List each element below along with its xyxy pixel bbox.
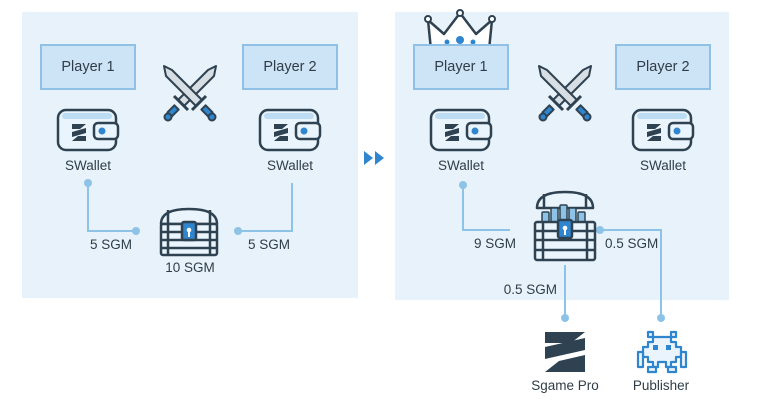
before-player1-box: Player 1 <box>40 44 136 90</box>
after-wallet1-icon <box>429 108 493 152</box>
crossed-swords-icon <box>163 65 217 122</box>
after-player1-box: Player 1 <box>413 44 509 90</box>
platform-payout-label: 0.5 SGM <box>503 282 557 297</box>
publisher-label: Publisher <box>632 378 690 393</box>
before-wallet2-icon <box>258 108 322 152</box>
after-wallet1-label: SWallet <box>437 158 485 173</box>
before-wallet2-label: SWallet <box>266 158 314 173</box>
space-invader-icon <box>636 330 688 374</box>
open-treasure-chest-icon <box>533 190 597 262</box>
sgame-pro-logo-icon <box>545 332 585 372</box>
publisher-payout-label: 0.5 SGM <box>605 236 659 251</box>
connector-publisher-payout <box>600 229 662 318</box>
after-wallet2-icon <box>631 108 695 152</box>
after-player2-label: Player 2 <box>636 59 690 75</box>
before-player1-label: Player 1 <box>61 59 115 75</box>
after-player1-label: Player 1 <box>434 59 488 75</box>
before-player2-box: Player 2 <box>242 44 338 90</box>
transition-arrow-icon <box>364 151 384 165</box>
connector-wallet2-stake <box>238 183 293 232</box>
connector-winner-payout <box>462 185 510 231</box>
winner-payout-label: 9 SGM <box>473 236 516 251</box>
crossed-swords-icon <box>538 65 592 122</box>
before-wallet1-icon <box>56 108 120 152</box>
before-player2-label: Player 2 <box>263 59 317 75</box>
before-stake1-label: 5 SGM <box>89 237 132 252</box>
after-player2-box: Player 2 <box>615 44 711 90</box>
before-wallet1-label: SWallet <box>64 158 112 173</box>
before-pot-label: 10 SGM <box>165 260 215 275</box>
connector-wallet1-stake <box>87 183 136 232</box>
after-wallet2-label: SWallet <box>639 158 687 173</box>
platform-label: Sgame Pro <box>531 378 599 393</box>
treasure-chest-icon <box>159 207 219 257</box>
before-stake2-label: 5 SGM <box>248 237 291 252</box>
